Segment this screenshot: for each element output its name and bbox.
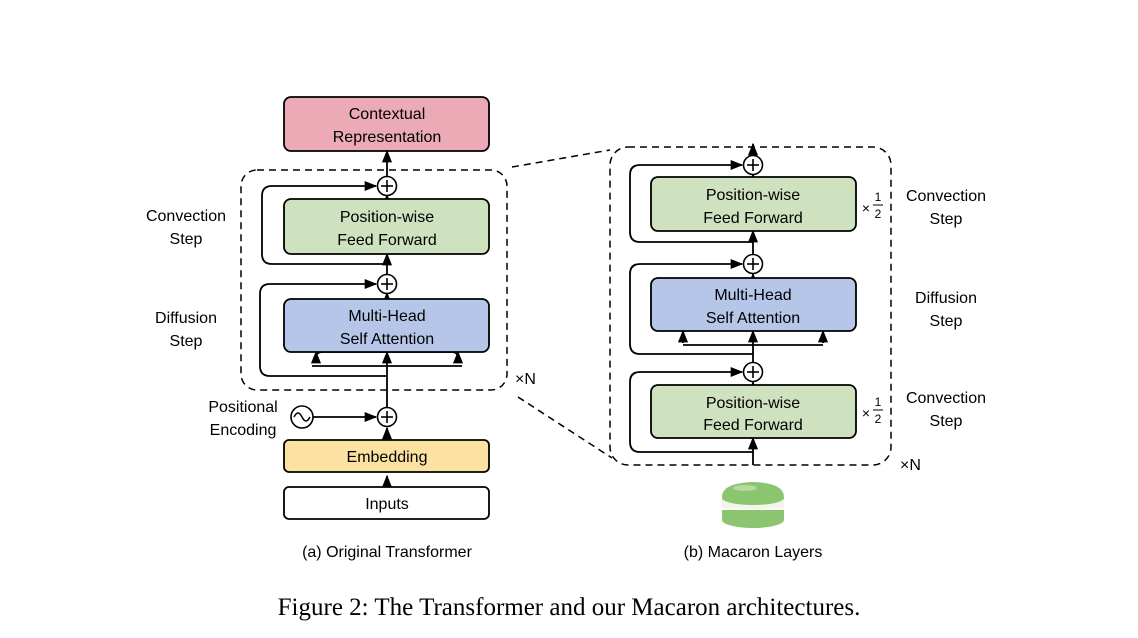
self-attention-label-line1: Multi-Head — [348, 308, 425, 325]
macaron-ff-top-label-line1: Position-wise — [706, 187, 800, 204]
half-multiplier-top: × 1 2 — [862, 190, 883, 221]
contextual-representation-box — [283, 96, 490, 152]
diffusion-step-label-line1: Diffusion — [155, 310, 217, 327]
diffusion-step-label-line2: Step — [170, 333, 203, 350]
feed-forward-label-line1: Position-wise — [340, 209, 434, 226]
svg-text:2: 2 — [875, 412, 882, 426]
half-multiplier-bottom: × 1 2 — [862, 395, 883, 426]
embedding-label: Embedding — [347, 449, 428, 466]
macaron-cookie-icon — [722, 482, 784, 528]
macaron-diffusion-line2: Step — [930, 313, 963, 330]
macaron-add-node-top-icon — [742, 154, 764, 176]
svg-text:×: × — [862, 200, 870, 216]
macaron-repeat-n-label: ×N — [900, 457, 921, 474]
contextual-label-line2: Representation — [333, 129, 442, 146]
zoom-line-bottom — [517, 396, 613, 459]
macaron-attention-label-line1: Multi-Head — [714, 287, 791, 304]
inputs-box — [283, 486, 490, 520]
self-attention-box — [283, 298, 490, 353]
zoom-line-top — [511, 149, 611, 168]
contextual-label-line1: Contextual — [349, 106, 426, 123]
macaron-ff-bottom-label-line1: Position-wise — [706, 395, 800, 412]
figure-caption: Figure 2: The Transformer and our Macaro… — [278, 594, 861, 621]
macaron-feed-forward-top-box — [650, 176, 857, 232]
macaron-diffusion-line1: Diffusion — [915, 290, 977, 307]
original-transformer-diagram: Contextual Representation Position-wise … — [146, 96, 536, 561]
layer-group-dashed-box — [240, 169, 508, 391]
macaron-convection-bottom-line1: Convection — [906, 390, 986, 407]
original-transformer-caption: (a) Original Transformer — [302, 544, 472, 561]
sine-wave-icon — [290, 405, 314, 429]
inputs-label: Inputs — [365, 496, 409, 513]
embedding-box — [283, 439, 490, 473]
macaron-attention-label-line2: Self Attention — [706, 310, 800, 327]
add-node-middle-icon — [376, 273, 398, 295]
macaron-add-node-bottom-icon — [742, 361, 764, 383]
repeat-n-label: ×N — [515, 371, 536, 388]
positional-encoding-label-line2: Encoding — [210, 422, 277, 439]
macaron-feed-forward-bottom-box — [650, 384, 857, 439]
macaron-self-attention-box — [650, 277, 857, 332]
svg-text:1: 1 — [875, 395, 882, 409]
macaron-ff-top-label-line2: Feed Forward — [703, 210, 803, 227]
add-node-top-icon — [376, 175, 398, 197]
macaron-layers-caption: (b) Macaron Layers — [684, 544, 823, 561]
convection-step-label-line2: Step — [170, 231, 203, 248]
macaron-layers-diagram: Position-wise Feed Forward Multi-Head Se… — [609, 142, 986, 561]
macaron-convection-top-line2: Step — [930, 211, 963, 228]
self-attention-label-line2: Self Attention — [340, 331, 434, 348]
convection-step-label-line1: Convection — [146, 208, 226, 225]
macaron-ff-bottom-label-line2: Feed Forward — [703, 417, 803, 434]
macaron-convection-bottom-line2: Step — [930, 413, 963, 430]
svg-text:×: × — [862, 405, 870, 421]
svg-text:1: 1 — [875, 190, 882, 204]
macaron-convection-top-line1: Convection — [906, 188, 986, 205]
feed-forward-label-line2: Feed Forward — [337, 232, 437, 249]
positional-encoding-label-line1: Positional — [208, 399, 277, 416]
feed-forward-box — [283, 198, 490, 255]
svg-text:2: 2 — [875, 207, 882, 221]
add-node-bottom-icon — [376, 406, 398, 428]
macaron-add-node-middle-icon — [742, 253, 764, 275]
